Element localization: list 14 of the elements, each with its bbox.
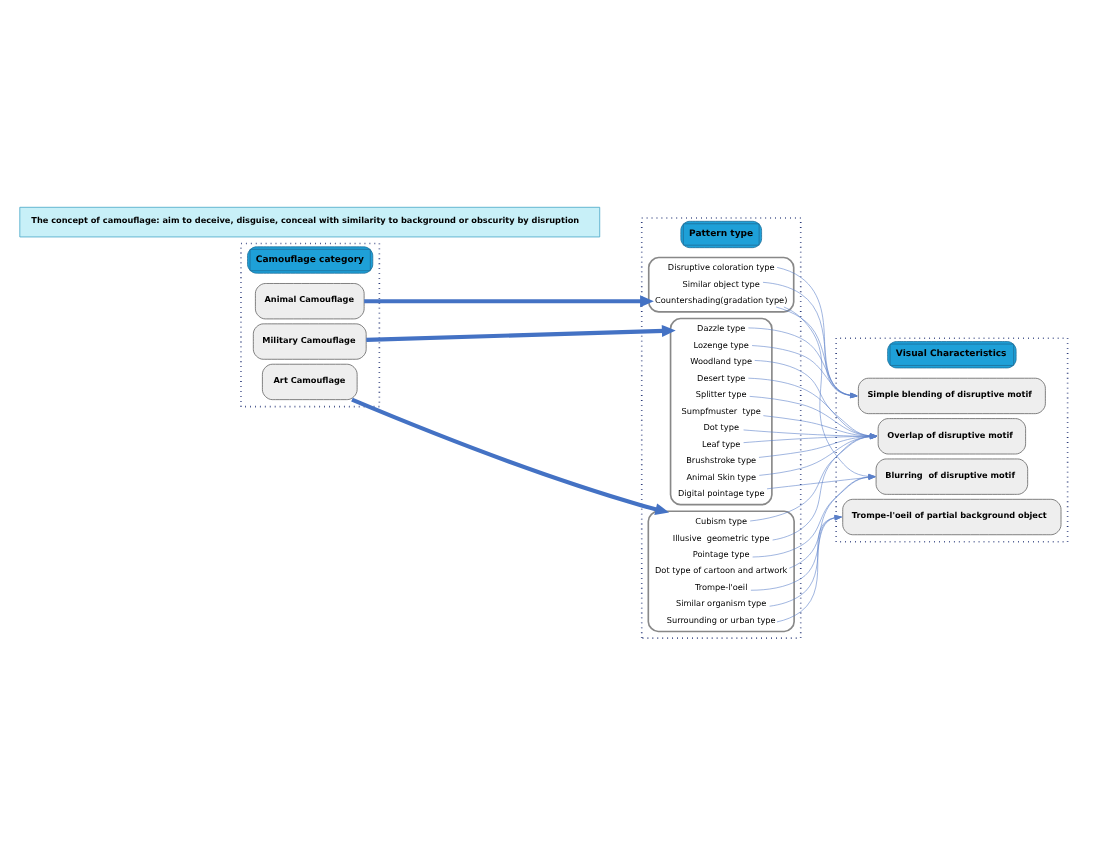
arrow	[775, 306, 858, 399]
cluster	[647, 256, 795, 313]
arrow	[366, 324, 676, 342]
arrow	[748, 327, 858, 398]
arrow	[364, 295, 654, 308]
cluster	[669, 317, 773, 506]
arrow	[769, 515, 842, 607]
arrow	[351, 397, 670, 516]
arrow	[776, 515, 842, 623]
arrow	[751, 345, 858, 398]
arrow	[776, 267, 858, 399]
arrow	[750, 515, 842, 591]
arrow	[762, 282, 858, 399]
cluster	[647, 510, 795, 633]
